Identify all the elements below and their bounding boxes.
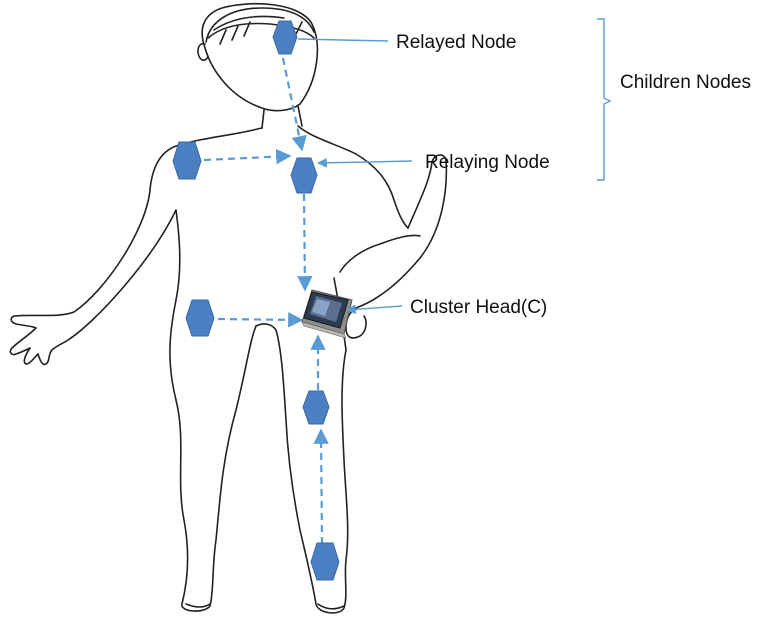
link-shoulder-to-relaying-node: [204, 156, 290, 160]
relaying-node-label: Relaying Node: [425, 152, 550, 173]
children-nodes-label: Children Nodes: [620, 72, 751, 93]
child-body-outline: [10, 4, 446, 613]
relayed-node-label: Relayed Node: [396, 32, 516, 53]
hexagon-node-icon: [303, 391, 329, 424]
relayed-node-pointer: [298, 39, 388, 41]
link-relaying-node-to-cluster-head: [304, 194, 305, 290]
link-hip-to-cluster-head: [218, 319, 302, 320]
hexagon-node-icon: [311, 543, 339, 580]
relaying-node-pointer: [318, 161, 412, 163]
hexagon-node-icon: [291, 158, 317, 193]
hexagon-node-icon: [173, 142, 201, 179]
children-nodes-bracket: [597, 19, 610, 180]
link-ankle-to-thigh: [321, 430, 322, 544]
hexagon-node-icon: [273, 21, 297, 54]
hexagon-node-icon: [186, 300, 214, 336]
tablet-device-icon: [302, 290, 352, 338]
cluster-head-label: Cluster Head(C): [410, 297, 547, 318]
